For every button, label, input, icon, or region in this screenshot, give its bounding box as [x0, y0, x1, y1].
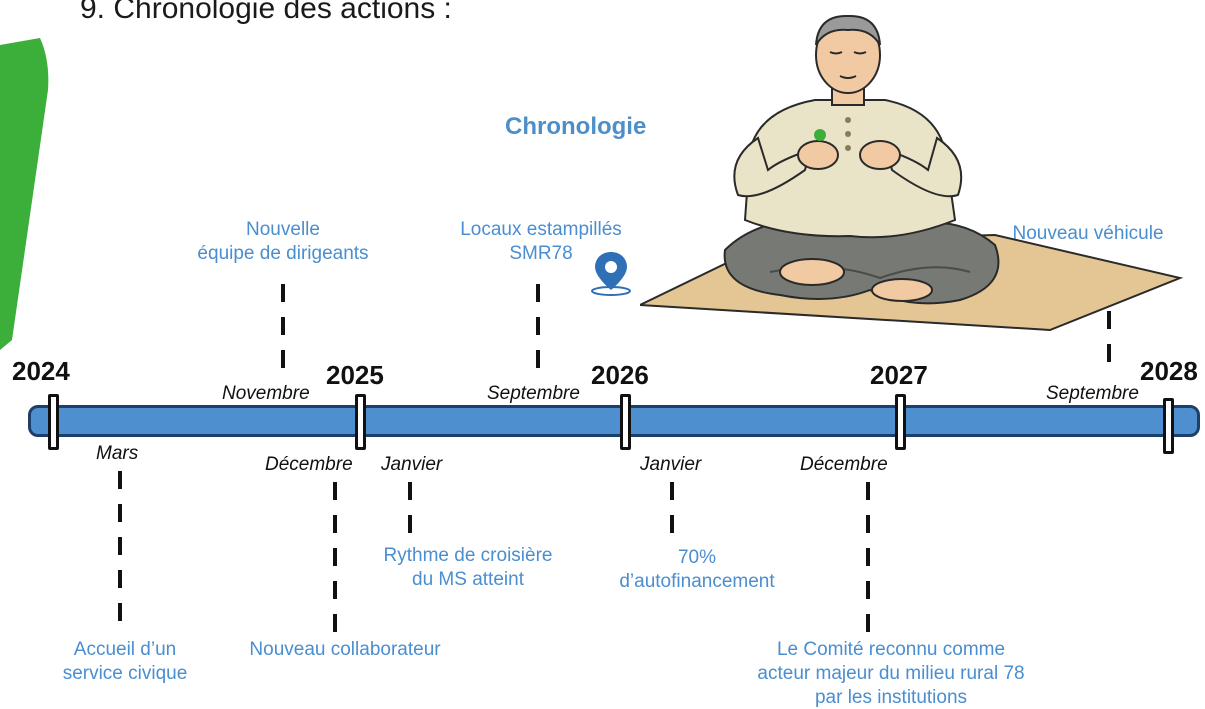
year-marker-2025	[355, 394, 366, 450]
page-heading: 9. Chronologie des actions :	[80, 0, 452, 26]
event-connector	[333, 482, 337, 632]
event-text: équipe de dirigeants	[197, 242, 368, 266]
event-connector	[118, 471, 122, 631]
event-text: Locaux estampillés	[460, 218, 622, 242]
year-marker-2024	[48, 394, 59, 450]
event-text: Nouvelle	[197, 218, 368, 242]
event-connector	[536, 284, 540, 374]
event-text: Nouveau collaborateur	[249, 638, 440, 662]
event-connector	[866, 482, 870, 632]
event-below: 70% d’autofinancement	[619, 546, 774, 594]
event-month: Janvier	[640, 454, 701, 476]
year-label: 2028	[1140, 356, 1198, 387]
event-below: Accueil d’un service civique	[63, 638, 188, 686]
event-month: Novembre	[222, 383, 310, 405]
event-text: Accueil d’un	[63, 638, 188, 662]
event-month: Mars	[96, 443, 138, 465]
event-text: Rythme de croisière	[384, 544, 553, 568]
event-text: par les institutions	[757, 686, 1024, 709]
chronology-title: Chronologie	[505, 113, 646, 141]
timeline-bar	[28, 405, 1200, 437]
year-label: 2026	[591, 360, 649, 391]
green-decorative-shape	[0, 0, 60, 360]
map-pin-icon	[588, 250, 634, 298]
event-month: Décembre	[800, 454, 888, 476]
event-connector	[408, 482, 412, 538]
event-text: du MS atteint	[384, 568, 553, 592]
event-connector	[281, 284, 285, 374]
event-connector	[670, 482, 674, 538]
event-month: Septembre	[487, 383, 580, 405]
event-text: acteur majeur du milieu rural 78	[757, 662, 1024, 686]
year-marker-2027	[895, 394, 906, 450]
event-below: Rythme de croisière du MS atteint	[384, 544, 553, 592]
year-label: 2025	[326, 360, 384, 391]
event-month: Décembre	[265, 454, 353, 476]
year-marker-2026	[620, 394, 631, 450]
event-text: d’autofinancement	[619, 570, 774, 594]
year-label: 2027	[870, 360, 928, 391]
event-text: Le Comité reconnu comme	[757, 638, 1024, 662]
meditating-man-image	[640, 10, 1200, 340]
event-above: Nouvelle équipe de dirigeants	[197, 218, 368, 266]
event-month: Septembre	[1046, 383, 1139, 405]
event-text: service civique	[63, 662, 188, 686]
year-label: 2024	[12, 356, 70, 387]
event-month: Janvier	[381, 454, 442, 476]
event-text: 70%	[619, 546, 774, 570]
event-below: Le Comité reconnu comme acteur majeur du…	[757, 638, 1024, 709]
event-below: Nouveau collaborateur	[249, 638, 440, 662]
year-marker-2028	[1163, 398, 1174, 454]
